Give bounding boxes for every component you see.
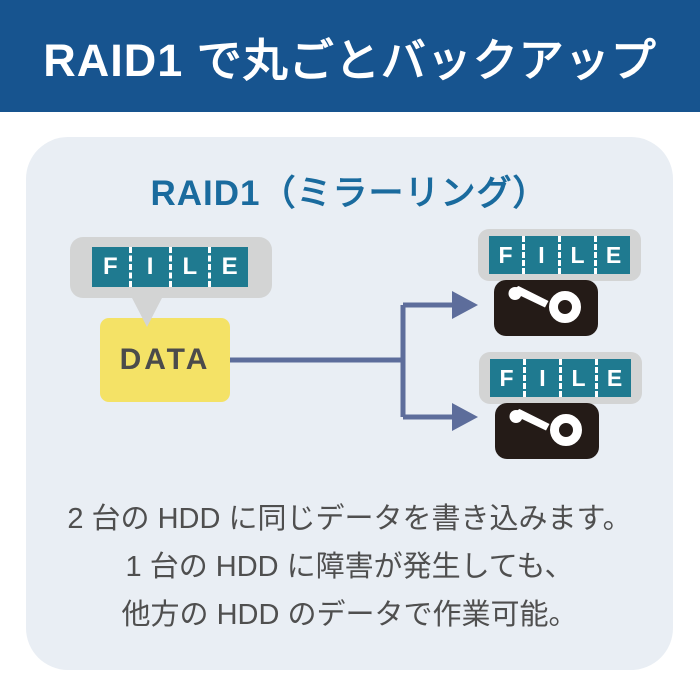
caption-line-3: 他方の HDD のデータで作業可能。 — [121, 599, 578, 631]
caption-line-1: 2 台の HDD に同じデータを書き込みます。 — [67, 503, 632, 535]
file-strip: F I L E — [92, 247, 248, 287]
file-letter: I — [523, 359, 559, 397]
file-letter: F — [499, 364, 514, 391]
file-strip: F I L E — [489, 236, 630, 274]
file-letter: I — [522, 236, 558, 274]
file-letter: E — [208, 247, 248, 287]
file-letter: E — [595, 359, 631, 397]
hdd-unit-2: F I L E — [479, 352, 642, 459]
file-letter: F — [498, 241, 513, 268]
caption-line-2: 1 台の HDD に障害が発生しても、 — [125, 551, 574, 583]
hdd-unit-1: F I L E — [478, 229, 641, 336]
data-box-label: DATA — [119, 343, 211, 376]
source-file-bubble: F I L E — [70, 237, 272, 298]
file-letter: L — [168, 247, 209, 287]
banner: RAID1 で丸ごとバックアップ — [0, 0, 700, 112]
file-letter: L — [559, 359, 595, 397]
file-letter: F — [103, 253, 118, 280]
file-letter: E — [594, 236, 630, 274]
file-letter: I — [128, 247, 169, 287]
hdd-file-tray: F I L E — [479, 352, 642, 404]
data-box: DATA — [100, 318, 230, 402]
panel-title: RAID1（ミラーリング） — [150, 174, 549, 213]
hdd-file-tray: F I L E — [478, 229, 641, 281]
banner-title: RAID1 で丸ごとバックアップ — [43, 34, 657, 86]
hdd-icon — [494, 280, 598, 336]
hdd-icon — [495, 403, 599, 459]
caption: 2 台の HDD に同じデータを書き込みます。 1 台の HDD に障害が発生し… — [26, 495, 673, 639]
file-letter: L — [558, 236, 594, 274]
file-strip: F I L E — [490, 359, 631, 397]
